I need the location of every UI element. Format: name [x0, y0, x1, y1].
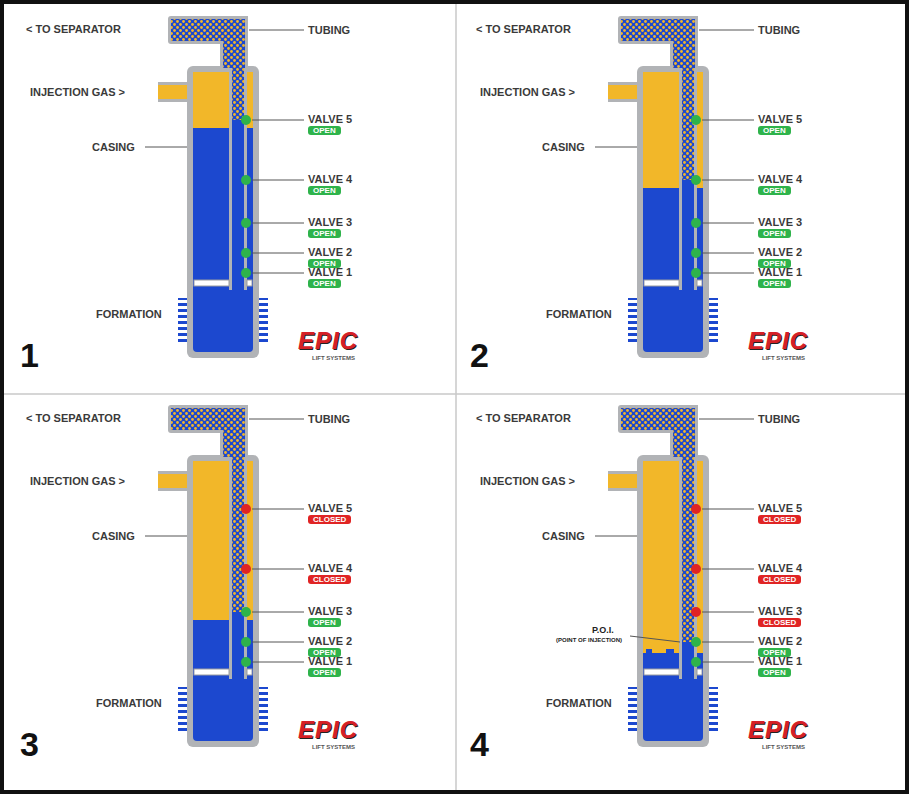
gas-lift-valve-label: VALVE 2OPEN	[308, 246, 352, 268]
valve-status-badge: CLOSED	[758, 618, 801, 627]
brand-logo: EPIC	[748, 715, 808, 744]
valve-status-badge: OPEN	[758, 229, 791, 238]
valve-name: VALVE 4	[308, 173, 352, 185]
step-number: 4	[470, 725, 489, 763]
valve-name: VALVE 4	[758, 562, 802, 574]
gas-lift-valve-label: VALVE 5OPEN	[758, 113, 802, 135]
brand-logo: EPIC	[298, 326, 358, 355]
valve-status-badge: CLOSED	[758, 515, 801, 524]
part-label: TUBING	[308, 24, 350, 37]
part-label: CASING	[542, 530, 585, 543]
valve-status-badge: OPEN	[308, 668, 341, 677]
part-label: CASING	[92, 141, 135, 154]
valve-status-badge: OPEN	[308, 126, 341, 135]
valve-name: VALVE 4	[308, 562, 352, 574]
part-label: < TO SEPARATOR	[26, 23, 121, 36]
gas-lift-valve-label: VALVE 3OPEN	[308, 216, 352, 238]
part-label: (POINT OF INJECTION)	[556, 637, 622, 644]
valve-status-badge: OPEN	[308, 279, 341, 288]
part-label: FORMATION	[546, 308, 612, 321]
part-label: FORMATION	[546, 697, 612, 710]
part-label: LIFT SYSTEMS	[762, 355, 805, 362]
part-label: LIFT SYSTEMS	[312, 355, 355, 362]
valve-status-badge: CLOSED	[308, 515, 351, 524]
gas-lift-valve-label: VALVE 5CLOSED	[308, 502, 352, 524]
valve-name: VALVE 3	[308, 216, 352, 228]
part-label: LIFT SYSTEMS	[312, 744, 355, 751]
valve-status-badge: OPEN	[758, 126, 791, 135]
part-label: TUBING	[308, 413, 350, 426]
gas-lift-valve-label: VALVE 4OPEN	[308, 173, 352, 195]
valve-status-badge: OPEN	[308, 229, 341, 238]
gas-lift-valve-label: VALVE 1OPEN	[308, 655, 352, 677]
stage-panel: 4VALVE 5CLOSEDVALVE 4CLOSEDVALVE 3CLOSED…	[458, 397, 905, 783]
part-label: INJECTION GAS >	[480, 475, 575, 488]
part-label: < TO SEPARATOR	[476, 23, 571, 36]
part-label: INJECTION GAS >	[30, 475, 125, 488]
valve-status-badge: OPEN	[308, 186, 341, 195]
valve-status-badge: CLOSED	[758, 575, 801, 584]
valve-name: VALVE 2	[308, 635, 352, 647]
part-label: < TO SEPARATOR	[476, 412, 571, 425]
part-label: INJECTION GAS >	[30, 86, 125, 99]
stage-panel: 2VALVE 5OPENVALVE 4OPENVALVE 3OPENVALVE …	[458, 8, 905, 394]
part-label: CASING	[92, 530, 135, 543]
valve-name: VALVE 1	[308, 655, 352, 667]
gas-lift-valve-label: VALVE 2OPEN	[308, 635, 352, 657]
part-label: TUBING	[758, 413, 800, 426]
gas-lift-valve-label: VALVE 3CLOSED	[758, 605, 802, 627]
gas-lift-valve-label: VALVE 1OPEN	[758, 266, 802, 288]
part-label: LIFT SYSTEMS	[762, 744, 805, 751]
gas-lift-valve-label: VALVE 1OPEN	[308, 266, 352, 288]
brand-logo: EPIC	[298, 715, 358, 744]
brand-logo: EPIC	[748, 326, 808, 355]
gas-lift-valve-label: VALVE 2OPEN	[758, 635, 802, 657]
valve-name: VALVE 3	[758, 216, 802, 228]
valve-status-badge: OPEN	[758, 186, 791, 195]
valve-name: VALVE 3	[758, 605, 802, 617]
gas-lift-valve-label: VALVE 5OPEN	[308, 113, 352, 135]
step-number: 2	[470, 336, 489, 374]
valve-name: VALVE 4	[758, 173, 802, 185]
stage-panel: 1VALVE 5OPENVALVE 4OPENVALVE 3OPENVALVE …	[8, 8, 455, 394]
valve-name: VALVE 1	[758, 655, 802, 667]
valve-status-badge: CLOSED	[308, 575, 351, 584]
part-label: FORMATION	[96, 697, 162, 710]
valve-name: VALVE 5	[758, 502, 802, 514]
valve-name: VALVE 5	[308, 502, 352, 514]
valve-name: VALVE 5	[758, 113, 802, 125]
step-number: 1	[20, 336, 39, 374]
valve-status-badge: OPEN	[758, 279, 791, 288]
gas-lift-valve-label: VALVE 4CLOSED	[758, 562, 802, 584]
valve-name: VALVE 2	[308, 246, 352, 258]
gas-lift-valve-label: VALVE 5CLOSED	[758, 502, 802, 524]
part-label: P.O.I.	[592, 625, 614, 636]
valve-name: VALVE 2	[758, 246, 802, 258]
valve-name: VALVE 5	[308, 113, 352, 125]
gas-lift-valve-label: VALVE 1OPEN	[758, 655, 802, 677]
gas-lift-valve-label: VALVE 3OPEN	[758, 216, 802, 238]
part-label: < TO SEPARATOR	[26, 412, 121, 425]
valve-status-badge: OPEN	[758, 668, 791, 677]
valve-name: VALVE 3	[308, 605, 352, 617]
part-label: TUBING	[758, 24, 800, 37]
valve-name: VALVE 2	[758, 635, 802, 647]
gas-lift-valve-label: VALVE 4CLOSED	[308, 562, 352, 584]
gas-lift-valve-label: VALVE 4OPEN	[758, 173, 802, 195]
gas-lift-valve-label: VALVE 2OPEN	[758, 246, 802, 268]
part-label: INJECTION GAS >	[480, 86, 575, 99]
part-label: FORMATION	[96, 308, 162, 321]
stage-panel: 3VALVE 5CLOSEDVALVE 4CLOSEDVALVE 3OPENVA…	[8, 397, 455, 783]
valve-status-badge: OPEN	[308, 618, 341, 627]
step-number: 3	[20, 725, 39, 763]
valve-name: VALVE 1	[308, 266, 352, 278]
valve-name: VALVE 1	[758, 266, 802, 278]
part-label: CASING	[542, 141, 585, 154]
gas-lift-valve-label: VALVE 3OPEN	[308, 605, 352, 627]
